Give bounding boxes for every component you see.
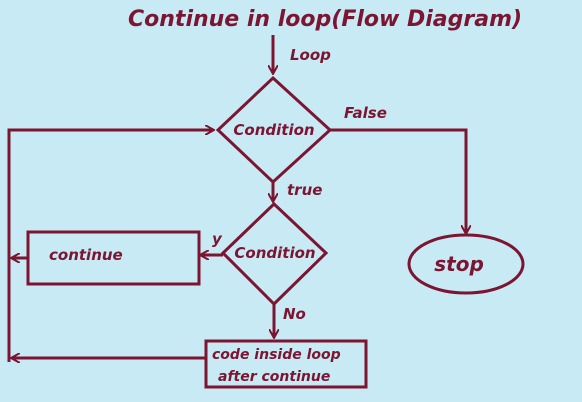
loop-label: Loop — [290, 46, 331, 64]
stop-ellipse — [407, 233, 525, 295]
code-box-line-2: after continue — [218, 369, 330, 385]
condition-1-label: Condition — [233, 121, 314, 139]
diagram-title: Continue in loop(Flow Diagram) — [128, 7, 522, 32]
yes-label: y — [212, 230, 223, 248]
loop-return-arrow — [7, 130, 213, 362]
no-label: No — [283, 305, 306, 323]
false-path-arrow — [330, 128, 466, 233]
condition-2-label: Condition — [234, 244, 315, 262]
code-box-line-1: code inside loop — [212, 347, 341, 363]
false-label: False — [344, 104, 387, 122]
continue-label: continue — [49, 246, 123, 264]
code-inside-loop-box — [204, 339, 368, 389]
true-label: true — [287, 181, 322, 199]
stop-label: stop — [434, 252, 484, 276]
